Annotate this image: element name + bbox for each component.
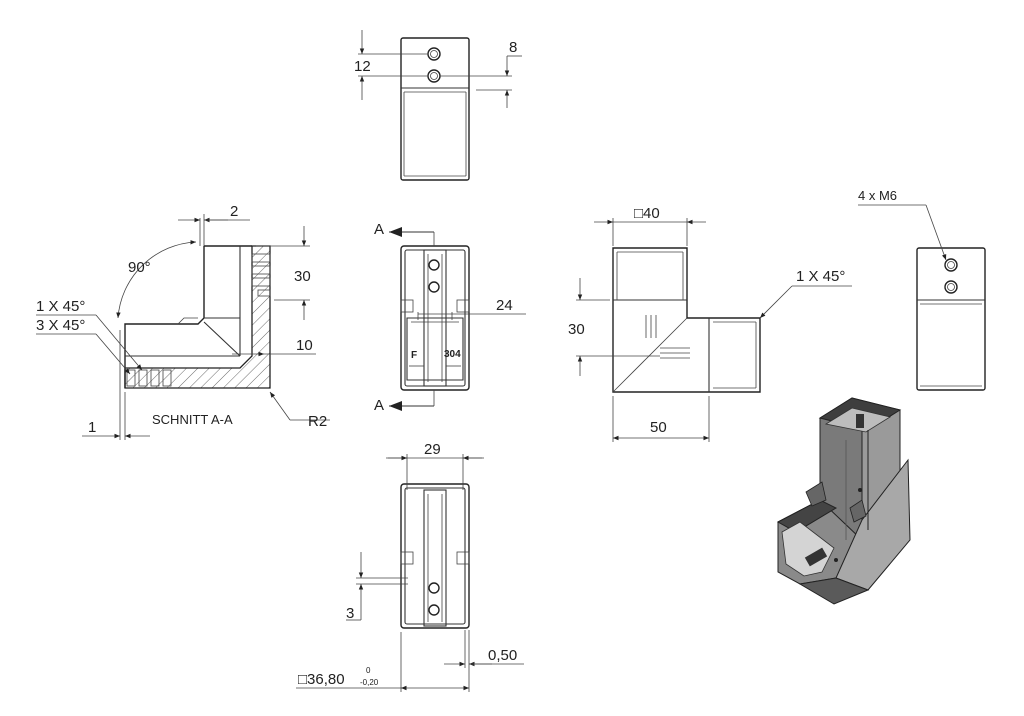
- side-chamfer: 1 X 45°: [796, 268, 845, 285]
- dim-width: 24: [496, 297, 513, 314]
- section-label-bottom: A: [374, 397, 384, 414]
- section-view: 2 90° 1 X 45° 3 X 45° 30 10 1 R2 SCHNITT: [36, 203, 330, 440]
- right-view: 4 x M6: [858, 188, 986, 391]
- bottom-view: 29 3 0,50 □36,80 0 -0,20: [296, 441, 524, 692]
- hole-icon: [427, 69, 441, 83]
- dim-height: 30: [294, 268, 311, 285]
- dim-offset: 1: [88, 419, 96, 436]
- hole-icon: [944, 258, 958, 272]
- top-view: 12 8: [354, 30, 522, 181]
- bottom-dim-wall: 0,50: [488, 647, 517, 664]
- dim-hole-offset: 12: [354, 58, 371, 75]
- hole-icon: [428, 604, 440, 616]
- chamfer-1x45: 1 X 45°: [36, 298, 85, 315]
- dim-wall: 2: [230, 203, 238, 220]
- side-dim-length: 50: [650, 419, 667, 436]
- radius-callout: R2: [308, 413, 327, 430]
- angle-90: 90°: [128, 259, 151, 276]
- section-caption: SCHNITT A-A: [152, 412, 233, 427]
- isometric-view: [776, 397, 911, 605]
- bottom-dim-square: □36,80: [298, 671, 345, 688]
- hole-icon: [428, 259, 440, 271]
- mark-letter: F: [411, 350, 417, 361]
- side-dim-height: 30: [568, 321, 585, 338]
- chamfer-3x45: 3 X 45°: [36, 317, 85, 334]
- hole-icon: [428, 281, 440, 293]
- hole-icon: [427, 47, 441, 61]
- mark-material: 304: [444, 349, 461, 360]
- hole-icon: [428, 582, 440, 594]
- section-label-top: A: [374, 221, 384, 238]
- hole-icon: [944, 280, 958, 294]
- thread-callout: 4 x M6: [858, 188, 897, 203]
- bottom-dim-inner: 29: [424, 441, 441, 458]
- dim-square-40: □40: [634, 205, 660, 222]
- tol-lower: -0,20: [360, 678, 379, 687]
- bottom-dim-step: 3: [346, 605, 354, 622]
- dim-hole-pitch: 8: [509, 39, 517, 56]
- tol-upper: 0: [366, 666, 371, 675]
- dim-step: 10: [296, 337, 313, 354]
- front-view: F 304 A A 24: [374, 221, 526, 414]
- side-view: □40 1 X 45° 30 50: [568, 205, 852, 442]
